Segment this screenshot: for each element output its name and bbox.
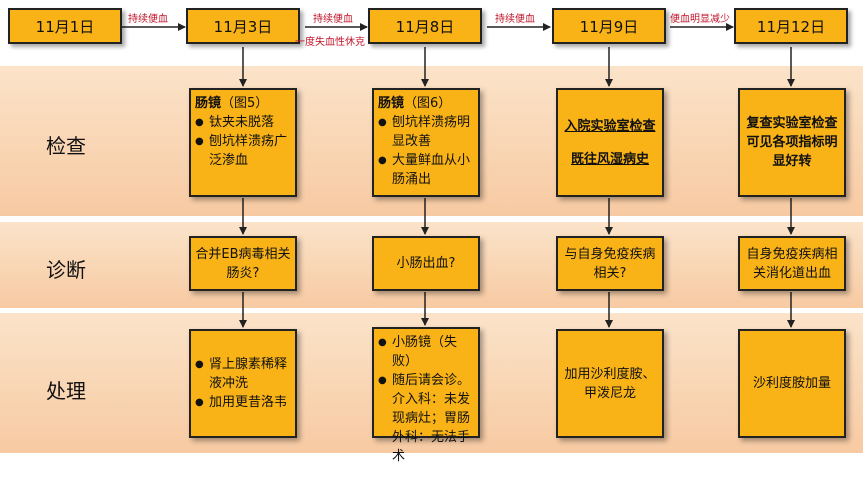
date-box-1: 11月1日 xyxy=(8,8,122,44)
treatment-card-1: 肾上腺素稀释液冲洗 加用更昔洛韦 xyxy=(189,329,297,438)
exam-card-2: 肠镜（图6） 刨坑样溃疡明显改善 大量鲜血从小肠涌出 xyxy=(372,88,480,197)
edge-label-d8-d9: 持续便血 xyxy=(495,14,535,25)
exam-card-4: 复查实验室检查可见各项指标明显好转 xyxy=(738,88,846,197)
list-item: 刨坑样溃疡广泛渗血 xyxy=(195,132,291,170)
list-item: 小肠镜（失败） xyxy=(378,333,474,371)
diagnosis-card-1: 合并EB病毒相关肠炎? xyxy=(189,236,297,291)
date-box-4: 11月9日 xyxy=(552,8,666,44)
list-item: 肾上腺素稀释液冲洗 xyxy=(195,355,291,393)
exam-card-2-note: （图6） xyxy=(404,96,452,111)
treatment-card-2: 小肠镜（失败） 随后请会诊。介入科：未发现病灶；胃肠外科：无法手术 xyxy=(372,327,480,464)
row-label-treatment: 处理 xyxy=(46,379,86,403)
list-item: 大量鲜血从小肠涌出 xyxy=(378,151,474,189)
diagnosis-card-2: 小肠出血? xyxy=(372,236,480,291)
date-box-5: 11月12日 xyxy=(734,8,848,44)
date-box-3: 11月8日 xyxy=(368,8,482,44)
edge-label-d1-d3: 持续便血 xyxy=(128,14,168,25)
diagnosis-card-3: 与自身免疫疾病相关? xyxy=(556,236,664,291)
exam-card-3-line1: 入院实验室检查 xyxy=(564,118,656,134)
row-label-diagnosis: 诊断 xyxy=(46,258,86,282)
row-label-exam: 检查 xyxy=(46,134,86,158)
exam-card-1: 肠镜（图5） 钛夹未脱落 刨坑样溃疡广泛渗血 xyxy=(189,88,297,197)
list-item: 钛夹未脱落 xyxy=(195,113,291,132)
exam-card-1-title: 肠镜 xyxy=(195,96,222,111)
exam-card-1-note: （图5） xyxy=(221,96,269,111)
exam-card-2-title: 肠镜 xyxy=(378,96,405,111)
treatment-card-3: 加用沙利度胺、甲泼尼龙 xyxy=(556,329,664,438)
exam-card-3: 入院实验室检查 既往风湿病史 xyxy=(556,88,664,197)
treatment-card-4: 沙利度胺加量 xyxy=(738,329,846,438)
list-item: 加用更昔洛韦 xyxy=(195,393,291,412)
edge-label-d9-d12: 便血明显减少 xyxy=(670,14,730,25)
diagnosis-card-4: 自身免疫疾病相关消化道出血 xyxy=(738,236,846,291)
list-item: 刨坑样溃疡明显改善 xyxy=(378,113,474,151)
edge-label-d3-d8-bottom: 一度失血性休克 xyxy=(295,37,365,48)
exam-card-3-line2: 既往风湿病史 xyxy=(570,151,649,167)
list-item: 随后请会诊。介入科：未发现病灶；胃肠外科：无法手术 xyxy=(378,371,474,466)
edge-label-d3-d8-top: 持续便血 xyxy=(313,14,353,25)
date-box-2: 11月3日 xyxy=(186,8,300,44)
